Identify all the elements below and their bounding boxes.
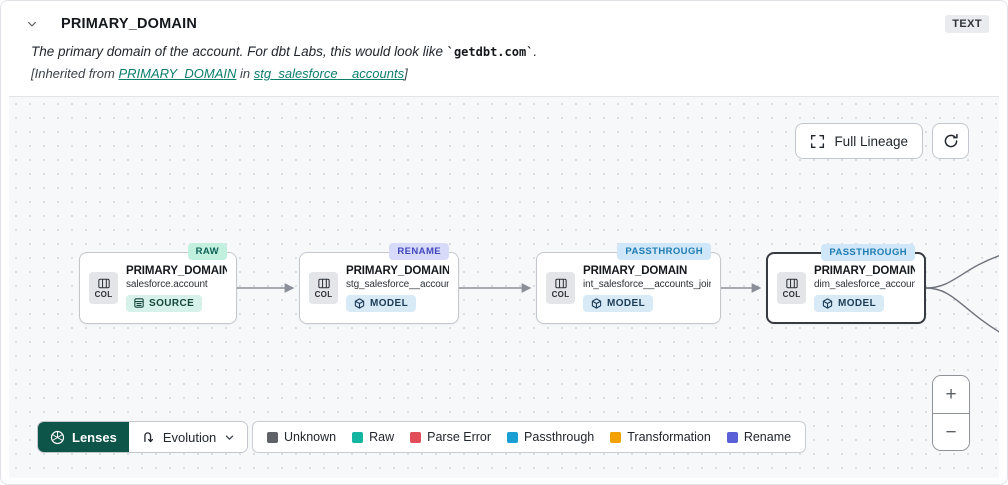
legend-label: Rename [743,430,792,444]
description-text: The primary domain of the account. For d… [31,44,447,59]
inherited-suffix: ] [404,66,408,81]
evolution-badge: PASSTHROUGH [617,243,711,260]
lineage-node-intermediate[interactable]: PASSTHROUGH COL PRIMARY_DOMAIN int_sales… [536,243,721,324]
column-title: PRIMARY_DOMAIN [61,16,197,32]
column-icon [97,278,110,289]
chevron-down-icon [26,18,38,30]
collapse-toggle[interactable] [21,13,43,35]
legend-label: Raw [369,430,395,444]
resource-type-pill: SOURCE [126,294,203,312]
zoom-controls: + − [932,375,970,451]
refresh-button[interactable] [932,123,969,159]
inherited-connector: in [236,66,254,81]
lenses-button[interactable]: Lenses [38,422,129,452]
column-description: The primary domain of the account. For d… [31,44,989,59]
lineage-node-staging[interactable]: RENAME COL PRIMARY_DOMAIN stg_salesforce… [299,243,459,324]
col-chip-label: COL [551,289,570,299]
lenses-label: Lenses [72,429,117,445]
evolution-icon [141,430,155,444]
legend-label: Parse Error [427,430,492,444]
column-chip: COL [777,272,806,304]
col-chip-label: COL [94,289,113,299]
evolution-badge: RENAME [389,243,449,260]
legend-swatch [267,431,278,443]
lenses-control-group: Lenses Evolution [37,421,249,453]
evolution-legend: Unknown Raw Parse Error Passthrough Tran… [252,421,807,453]
lineage-node-source[interactable]: RAW COL PRIMARY_DOMAIN__C salesforce.acc… [79,243,237,324]
resource-type-pill: MODEL [346,294,417,312]
panel-header: PRIMARY_DOMAIN TEXT The primary domain o… [1,1,1007,81]
full-lineage-button[interactable]: Full Lineage [795,123,923,159]
legend-swatch [410,431,422,443]
column-chip: COL [309,272,338,304]
col-chip-label: COL [782,289,801,299]
column-icon [554,278,567,289]
legend-item: Rename [726,430,792,444]
col-chip-label: COL [314,289,333,299]
model-cube-icon [591,297,602,309]
inherited-prefix: [Inherited from [31,66,119,81]
refresh-icon [943,133,959,149]
inherited-from-line: [Inherited from PRIMARY_DOMAIN in stg_sa… [31,66,989,81]
lens-aperture-icon [50,430,65,445]
inherited-model-link[interactable]: stg_salesforce__accounts [253,66,405,81]
node-title: PRIMARY_DOMAIN [346,264,449,277]
legend-swatch [610,431,622,443]
evolution-badge: RAW [187,243,227,260]
description-code: `getdbt.com` [446,45,534,59]
source-icon [134,298,144,308]
full-lineage-label: Full Lineage [834,133,908,149]
legend-item: Unknown [267,430,336,444]
node-title: PRIMARY_DOMAIN [814,264,915,277]
resource-type-label: MODEL [607,297,646,309]
legend-label: Transformation [627,430,711,444]
lens-select-dropdown[interactable]: Evolution [128,422,248,452]
resource-type-label: SOURCE [149,297,195,309]
column-icon [317,278,330,289]
node-subtitle: stg_salesforce__accounts [346,278,449,290]
column-type-badge: TEXT [945,15,989,33]
legend-item: Transformation [610,430,711,444]
node-subtitle: dim_salesforce_accounts [814,278,915,290]
resource-type-label: MODEL [370,297,409,309]
legend-swatch [352,431,364,443]
legend-item: Parse Error [410,430,491,444]
node-title: PRIMARY_DOMAIN__C [126,264,227,277]
expand-icon [810,134,825,149]
model-cube-icon [354,297,365,309]
legend-item: Passthrough [507,430,594,444]
lineage-canvas[interactable]: Full Lineage RAW COL PRIMARY_DOMAIN__C s [9,96,999,478]
active-lens-label: Evolution [162,429,217,445]
node-title: PRIMARY_DOMAIN [583,264,688,277]
legend-label: Passthrough [524,430,595,444]
legend-swatch [726,431,738,443]
zoom-in-button[interactable]: + [933,376,969,413]
evolution-badge: PASSTHROUGH [821,244,915,261]
zoom-out-button[interactable]: − [933,413,969,450]
column-chip: COL [89,272,118,304]
description-period: . [533,44,538,59]
resource-type-pill: MODEL [814,294,885,312]
lineage-node-dim-selected[interactable]: PASSTHROUGH COL PRIMARY_DOMAIN dim_sales… [766,244,926,324]
model-cube-icon [822,297,833,309]
legend-swatch [507,431,519,443]
node-subtitle: salesforce.account [126,278,208,290]
node-subtitle: int_salesforce__accounts_joined [583,278,711,290]
resource-type-label: MODEL [838,297,877,309]
legend-label: Unknown [284,430,337,444]
column-icon [785,278,798,289]
resource-type-pill: MODEL [583,294,654,312]
legend-item: Raw [352,430,394,444]
inherited-column-link[interactable]: PRIMARY_DOMAIN [118,66,237,81]
chevron-down-icon [224,432,235,443]
column-chip: COL [546,272,575,304]
